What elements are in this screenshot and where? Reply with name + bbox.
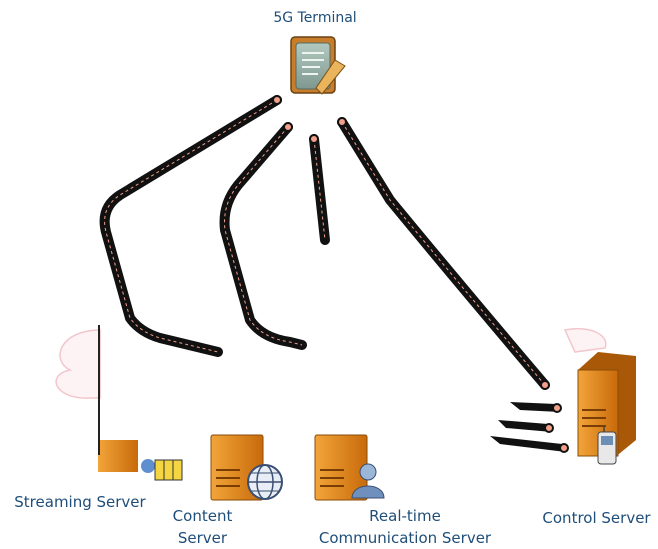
document-pen-icon: [290, 36, 346, 95]
link-terminal-to-control: [337, 117, 550, 390]
realtime-server-label-line1: Real-time: [369, 507, 441, 525]
server-with-user-icon: [314, 434, 385, 501]
realtime-server-label: Real-time Communication Server: [300, 505, 510, 549]
link-terminal-to-streaming: [99, 95, 282, 357]
server-with-phone-icon: [577, 352, 636, 465]
control-server-label: Control Server: [542, 509, 651, 527]
link-terminal-to-content: [219, 122, 307, 350]
control-server-connectors: [490, 402, 566, 452]
realtime-server-label-line2: Communication Server: [318, 529, 492, 547]
content-server-label: Content Server: [150, 505, 255, 549]
link-terminal-to-realtime: [309, 134, 330, 245]
server-with-media-icon: [98, 440, 183, 481]
link-endpoint-dots: [272, 95, 569, 453]
streaming-server-label: Streaming Server: [14, 493, 146, 511]
server-with-globe-icon: [210, 434, 283, 501]
terminal-label: 5G Terminal: [273, 10, 357, 26]
cloud-shape: [55, 328, 607, 399]
occluding-white-blocks: [98, 325, 100, 455]
content-server-label-line1: Content: [172, 507, 233, 525]
content-server-label-line2: Server: [177, 529, 228, 547]
